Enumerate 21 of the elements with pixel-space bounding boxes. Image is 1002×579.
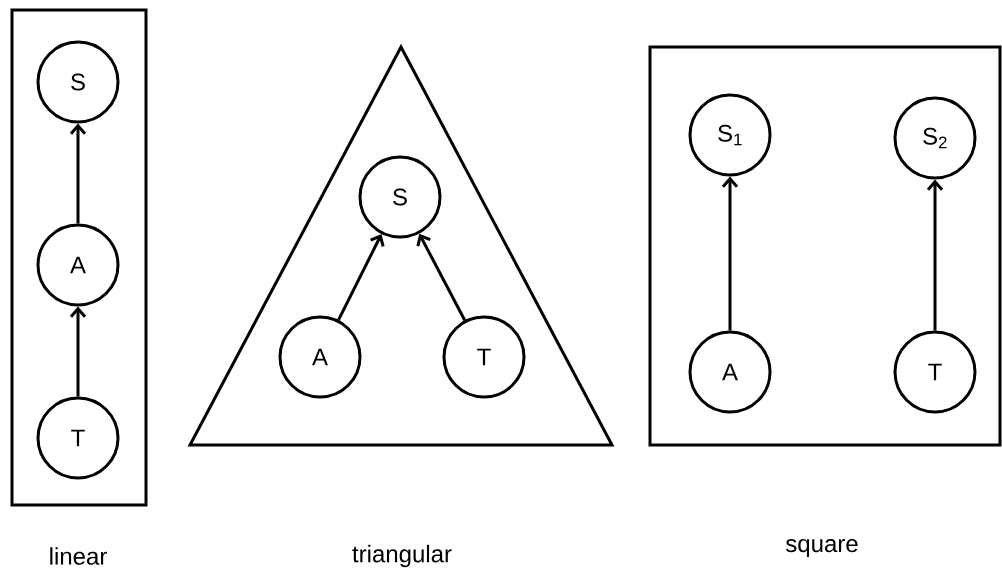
circle-node: S$_{2}$ — [893, 96, 977, 180]
diagram-label: square — [786, 539, 858, 557]
circle-node: T — [893, 330, 977, 414]
arrow — [69, 123, 87, 224]
circle-node: A — [688, 330, 772, 414]
arrow — [926, 179, 944, 331]
circle-node: S — [358, 155, 442, 239]
circle-node: T — [442, 315, 526, 399]
arrow — [337, 234, 385, 321]
rectangle-frame — [648, 45, 1002, 447]
arrow — [69, 306, 87, 397]
diagram-label: triangular — [352, 544, 452, 568]
circle-node: A — [278, 315, 362, 399]
circle-node: S — [36, 40, 120, 124]
circle-node: T — [36, 396, 120, 480]
arrow — [721, 176, 739, 331]
diagram-label: linear — [50, 547, 107, 565]
rectangle-frame — [10, 8, 148, 507]
arrow — [416, 233, 467, 321]
circle-node: A — [36, 223, 120, 307]
circle-node: S$_{1}$ — [688, 93, 772, 177]
